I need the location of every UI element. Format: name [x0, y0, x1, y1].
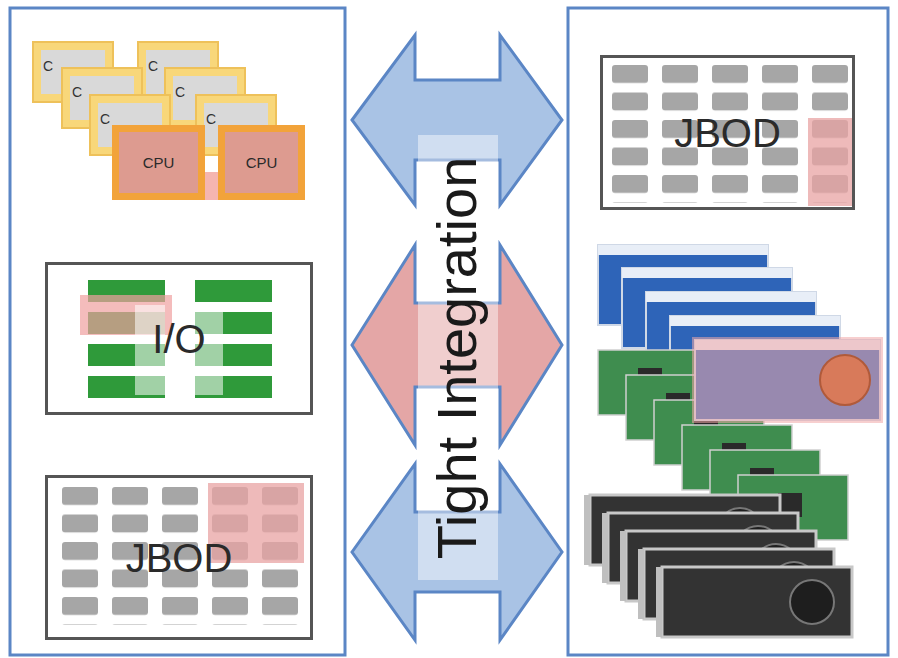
disk-highlight [808, 118, 854, 206]
box-label: JBOD [126, 535, 233, 581]
chip-label: C [175, 84, 185, 100]
cpu-chip: CPU [112, 125, 205, 200]
cpu-chip: CPU [218, 125, 305, 200]
box-label: I/O [152, 316, 205, 362]
right-panel [568, 8, 888, 655]
io-box: I/O [45, 262, 313, 415]
integration-label: Tight Integration [425, 157, 489, 560]
chip-label: C [206, 111, 216, 127]
box-label: CPU [143, 154, 175, 171]
text-band [418, 135, 498, 580]
cpu-link [200, 172, 225, 200]
io-ports [80, 280, 272, 398]
box-label: CPU [246, 154, 278, 171]
chip-label: C [72, 84, 82, 100]
chip-label: C [148, 58, 158, 74]
box-label: JBOD [674, 110, 781, 156]
jbod-box: JBOD [600, 55, 855, 210]
accelerator-cards [584, 245, 883, 637]
cpu-stack [33, 42, 276, 200]
chip-label: C [43, 58, 53, 74]
jbod-box: JBOD [45, 475, 313, 640]
chip-label: C [100, 111, 110, 127]
disk-highlight [208, 483, 304, 563]
left-panel [10, 8, 345, 655]
